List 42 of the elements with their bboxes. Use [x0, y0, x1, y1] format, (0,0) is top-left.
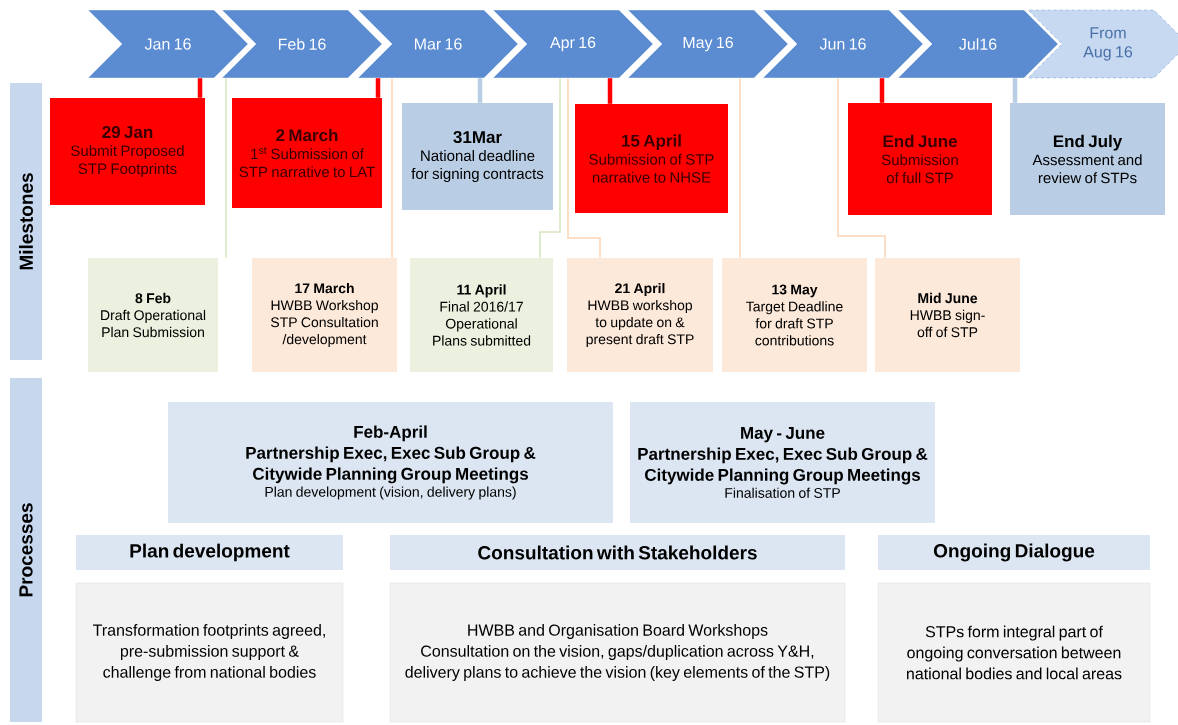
- connector-line: [225, 77, 227, 259]
- connector-line: [879, 78, 885, 103]
- connector-line: [477, 78, 483, 103]
- timeline-segment: From Aug 16: [1027, 9, 1178, 79]
- timeline-segment: Jun 16: [762, 9, 924, 79]
- milestone-box: 29 Jan Submit Proposed STP Footprints: [50, 98, 205, 205]
- timeline-segment: Jul16: [897, 9, 1059, 79]
- description-box: Transformation footprints agreed, pre-submission support & challenge from national bodies: [75, 582, 344, 723]
- milestone-box: 13 May Target Deadline for draft STP contributions: [722, 258, 867, 372]
- connector-line: [375, 78, 381, 98]
- milestone-box: 15 April Submission of STP narrative to NHSE: [575, 104, 728, 213]
- header-bar: Ongoing Dialogue: [878, 535, 1150, 570]
- header-bar: Consultation with Stakeholders: [390, 535, 845, 570]
- milestone-box: 11 April Final 2016/17 Operational Plans submitted: [410, 258, 553, 372]
- milestone-box: Mid June HWBB sign-off of STP: [875, 258, 1020, 372]
- timeline-segment: Mar 16: [357, 9, 519, 79]
- connector-line: [197, 78, 203, 98]
- milestone-box: End July Assessment and review of STPs: [1010, 103, 1165, 215]
- process-box: Feb-April Partnership Exec, Exec Sub Group & Citywide Planning Group Meetings Plan development (vision, delivery plans): [168, 402, 613, 523]
- section-band: Processes: [10, 378, 42, 722]
- milestone-box: 2 March 1$^{st}$ Submission of STP narrative to LAT: [232, 98, 382, 208]
- description-box: STPs form integral part of ongoing conversation between national bodies and local areas: [877, 582, 1151, 723]
- timeline-segment: Feb 16: [221, 9, 383, 79]
- timeline-segment: May 16: [627, 9, 789, 79]
- milestone-box: 21 April HWBB workshop to update on & present draft STP: [567, 258, 713, 372]
- timeline-segment: Jan 16: [87, 9, 249, 79]
- connector-line: [837, 77, 886, 259]
- connector-line: [607, 78, 613, 104]
- connector-line: [1012, 78, 1018, 103]
- timeline-segment: Apr 16: [492, 9, 654, 79]
- milestone-box: 31Mar National deadline for signing contracts: [402, 103, 553, 210]
- process-box: May - June Partnership Exec, Exec Sub Group & Citywide Planning Group Meetings Finalisation of STP: [630, 402, 935, 523]
- connector-line: [739, 77, 741, 259]
- connector-line: [539, 77, 561, 259]
- milestone-box: 8 Feb Draft Operational Plan Submission: [88, 258, 218, 372]
- section-band: Milestones: [10, 83, 42, 360]
- milestone-box: 17 March HWBB Workshop STP Consultation /development: [252, 258, 397, 372]
- header-bar: Plan development: [76, 535, 343, 570]
- milestone-box: End June Submission of full STP: [848, 103, 992, 215]
- connector-line: [391, 77, 393, 259]
- description-box: HWBB and Organisation Board Workshops Consultation on the vision, gaps/duplication across Y&H, delivery plans to achieve the vision (key elements of the STP): [389, 582, 846, 723]
- connector-line: [567, 77, 601, 259]
